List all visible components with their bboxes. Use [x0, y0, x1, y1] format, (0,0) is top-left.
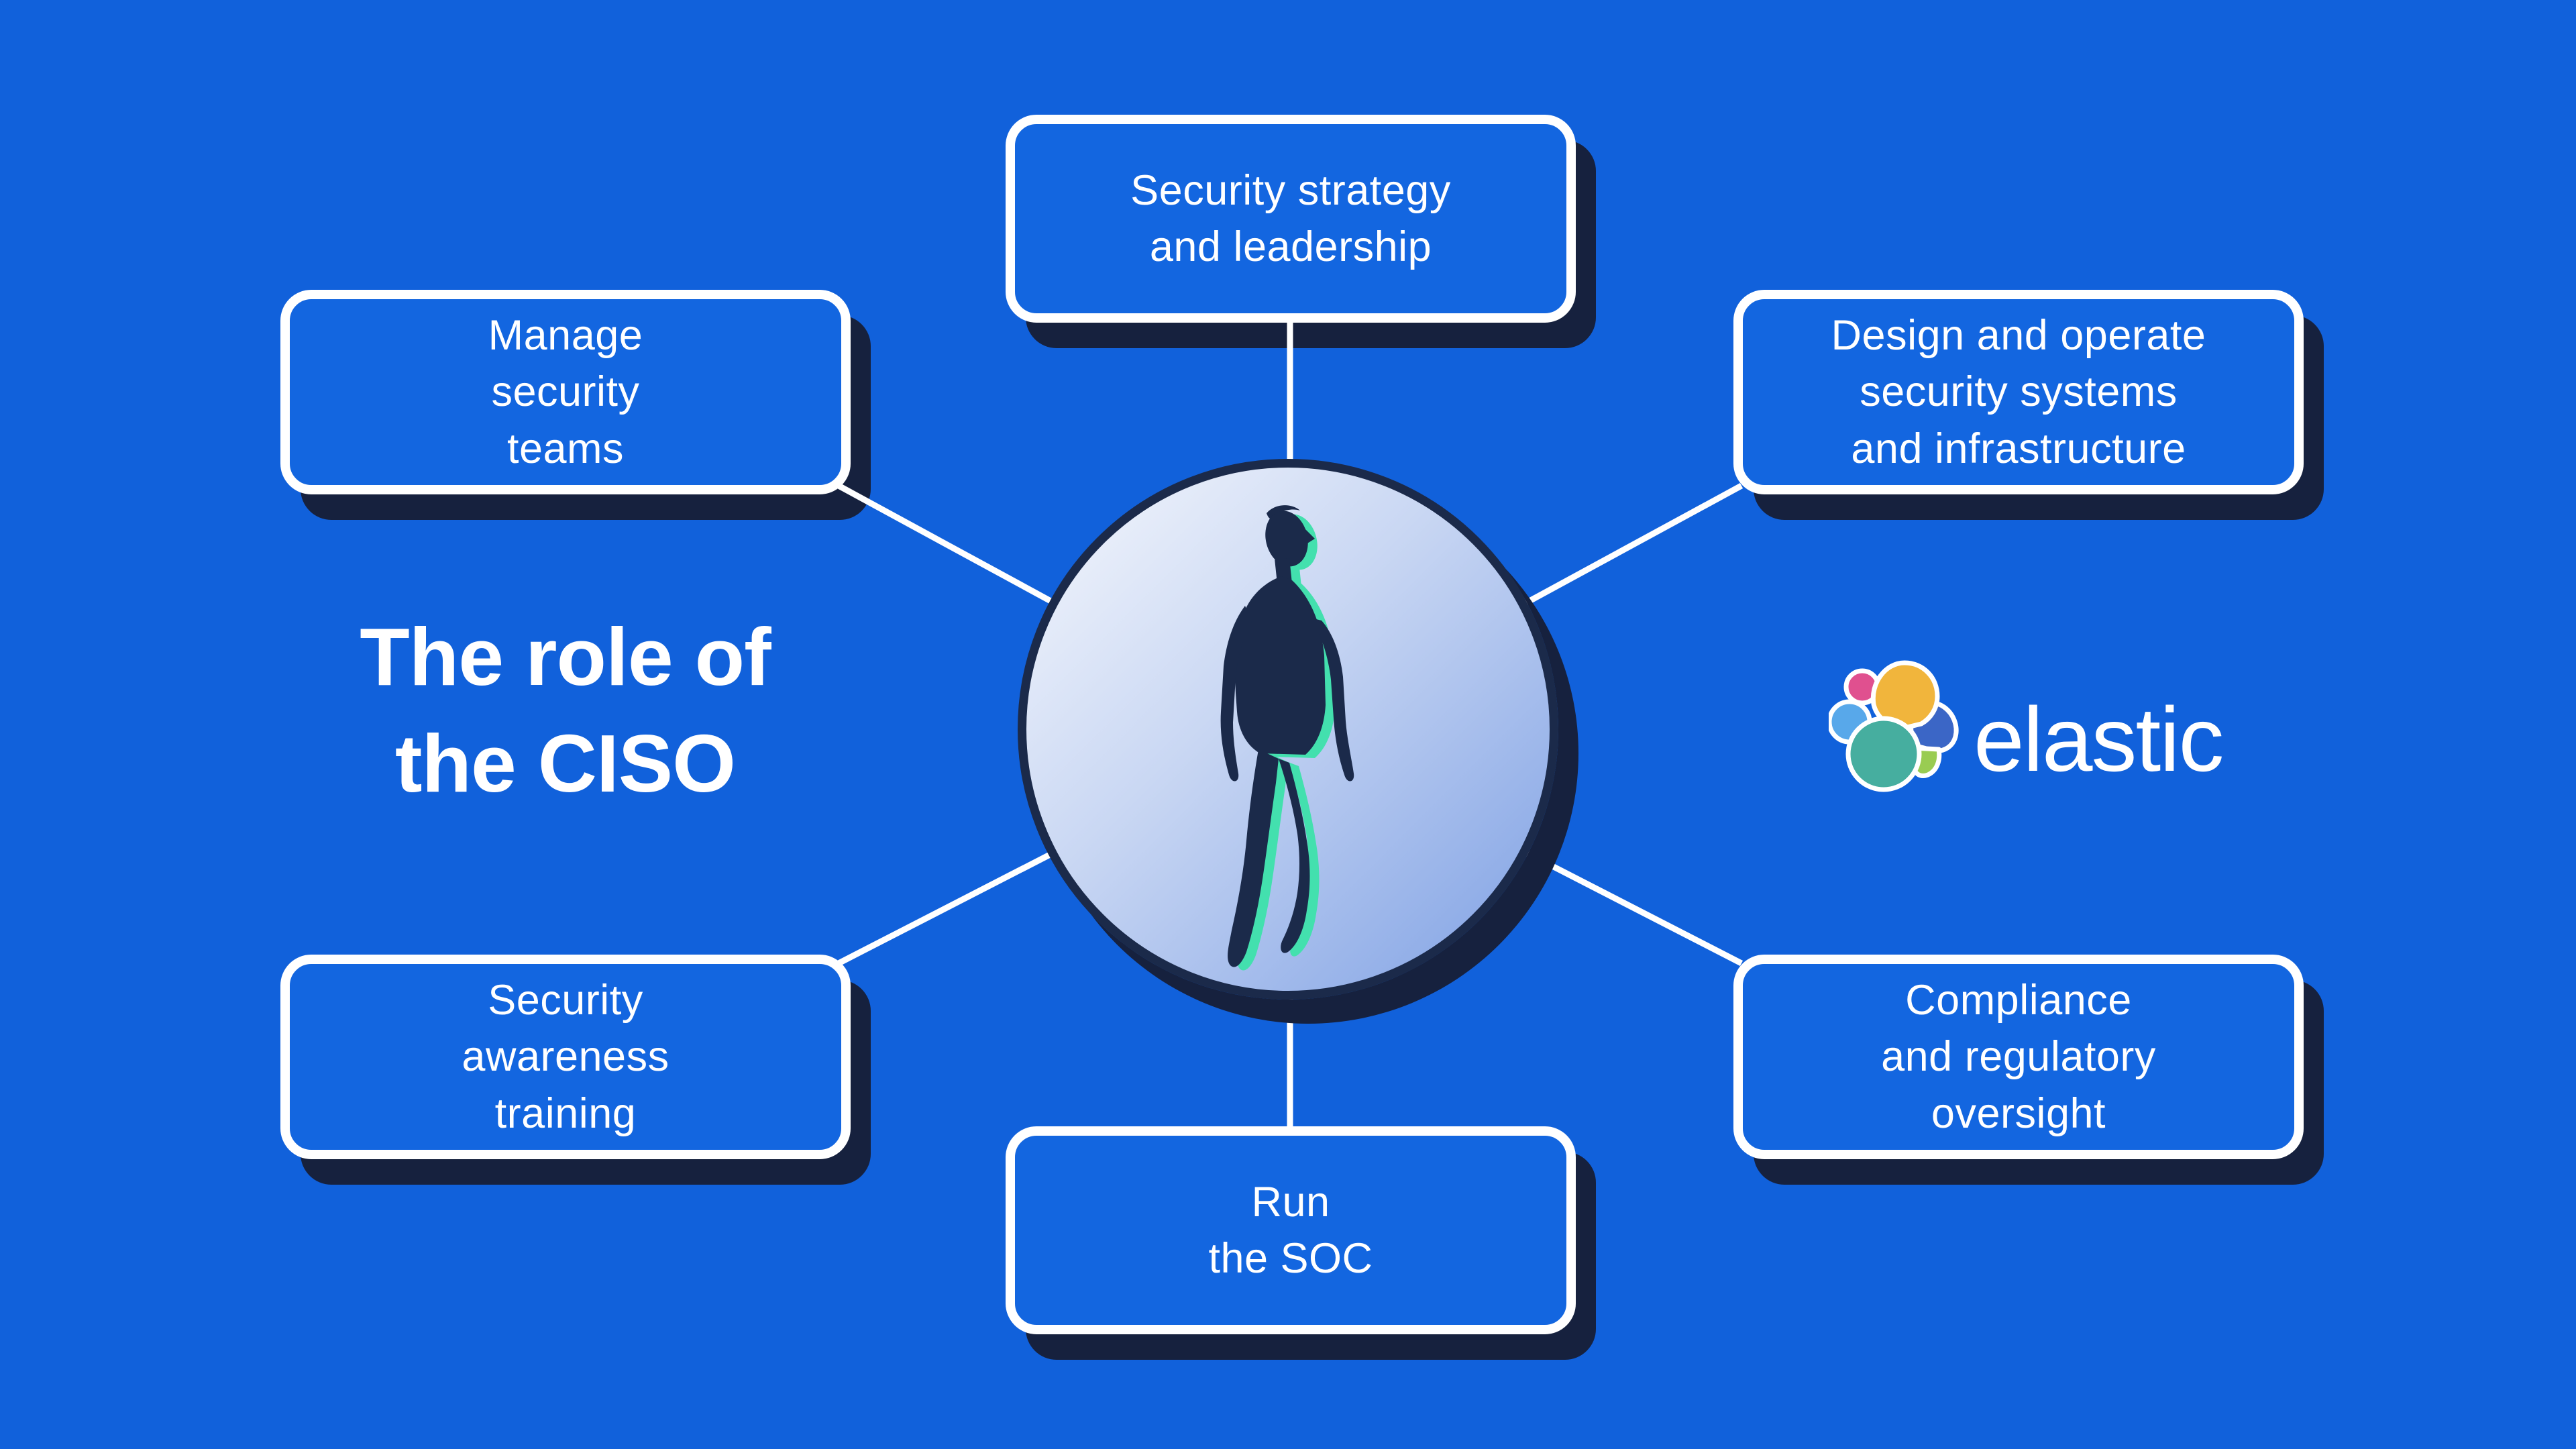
node-label-line: oversight — [1931, 1089, 2106, 1137]
node-label-line: Security — [488, 976, 643, 1024]
logo-blob-teal — [1845, 716, 1922, 792]
node-security-strategy: Security strategy and leadership — [1006, 115, 1576, 323]
person-right-leg — [1279, 759, 1310, 953]
node-label-line: Security strategy — [1130, 166, 1451, 214]
node-label-line: security systems — [1860, 368, 2178, 416]
node-compliance-regulatory-oversight: Compliance and regulatory oversight — [1733, 955, 2304, 1159]
person-right-arm — [1311, 618, 1354, 782]
node-label: Security strategy and leadership — [1130, 162, 1451, 276]
node-label: Security awareness training — [462, 972, 669, 1142]
node-label: Manage security teams — [488, 307, 643, 477]
node-label-line: teams — [506, 425, 625, 472]
person-left-leg — [1228, 749, 1279, 967]
logo-blob-yellow — [1870, 660, 1940, 732]
floating-person-silhouette — [1220, 505, 1354, 971]
node-security-awareness-training: Security awareness training — [280, 955, 851, 1159]
node-manage-security-teams: Manage security teams — [280, 290, 851, 494]
node-label-line: training — [494, 1089, 637, 1137]
node-label: Run the SOC — [1208, 1174, 1373, 1287]
node-label: Design and operate security systems and … — [1831, 307, 2206, 477]
node-run-the-soc: Run the SOC — [1006, 1126, 1576, 1334]
node-label-line: Compliance — [1905, 976, 2132, 1024]
node-label-line: the SOC — [1208, 1235, 1373, 1282]
node-label-line: Manage — [488, 311, 643, 359]
page-title-line: the CISO — [394, 717, 736, 809]
central-circle — [1018, 459, 1558, 1000]
node-label-line: and regulatory — [1881, 1033, 2156, 1081]
node-label: Compliance and regulatory oversight — [1881, 972, 2156, 1142]
node-label-line: security — [491, 368, 640, 416]
node-label-line: and leadership — [1149, 223, 1432, 270]
elastic-wordmark: elastic — [1974, 688, 2224, 790]
node-label-line: Run — [1251, 1178, 1330, 1226]
node-label-line: Design and operate — [1831, 311, 2206, 359]
page-title-line: The role of — [360, 611, 771, 702]
node-design-operate-systems: Design and operate security systems and … — [1733, 290, 2304, 494]
person-left-arm — [1220, 606, 1252, 782]
node-label-line: and infrastructure — [1851, 425, 2186, 472]
person-body — [1220, 505, 1354, 967]
elastic-logo-mark — [1829, 660, 1959, 792]
node-label-line: awareness — [462, 1033, 669, 1081]
page-title: The role of the CISO — [201, 604, 929, 816]
